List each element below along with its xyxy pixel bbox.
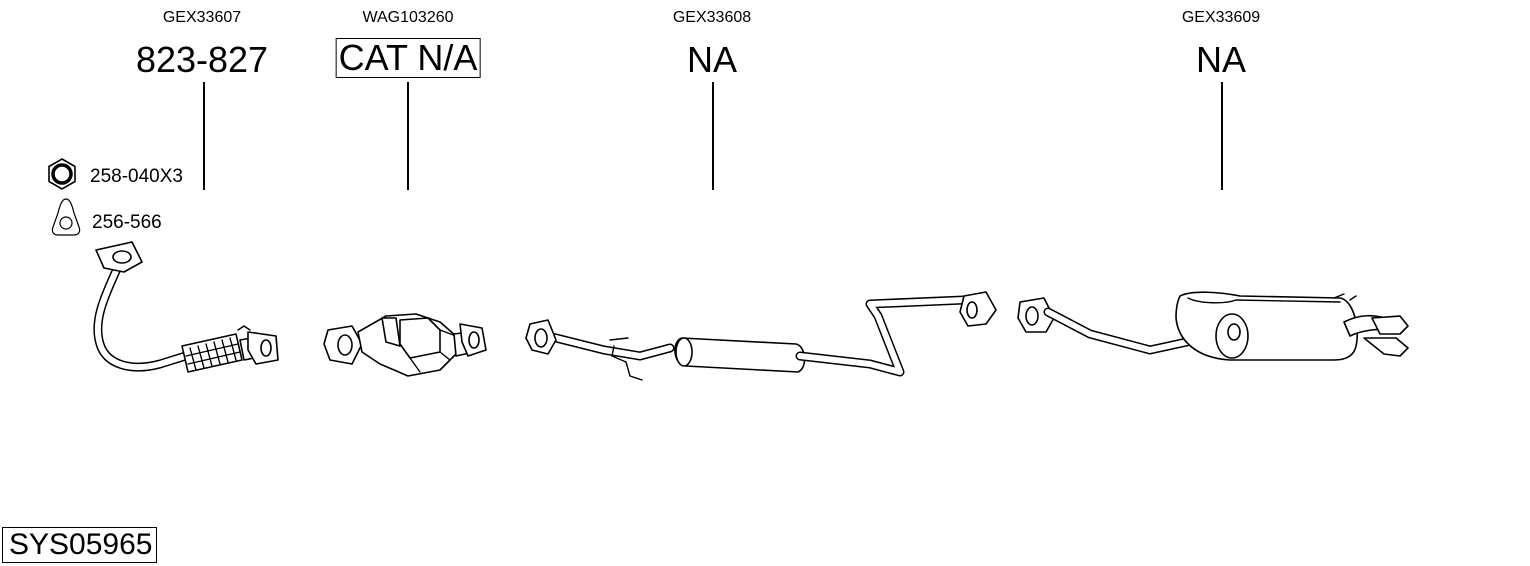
accessory-label-gasket: 256-566 [92, 212, 162, 233]
component-code-front-pipe: GEX33607 [162, 9, 242, 26]
hex-nut-icon [48, 158, 76, 190]
flange-gasket-icon [51, 198, 81, 236]
component-code-catalytic-converter: WAG103260 [362, 9, 454, 26]
leader-line-rear-silencer [1221, 82, 1223, 190]
accessory-label-nut: 258-040X3 [90, 166, 183, 187]
component-code-middle-silencer: GEX33608 [672, 9, 752, 26]
front-pipe-illustration [93, 241, 279, 373]
leader-line-catalytic-converter [407, 82, 409, 190]
part-number-front-pipe: 823-827 [135, 39, 269, 80]
part-number-middle-silencer: NA [686, 39, 738, 80]
leader-line-front-pipe [203, 82, 205, 190]
catalytic-converter-illustration [323, 313, 487, 377]
system-code-label: SYS05965 [2, 527, 158, 563]
rear-silencer-illustration [1017, 291, 1409, 361]
part-number-catalytic-converter: CAT N/A [335, 38, 481, 78]
component-code-rear-silencer: GEX33609 [1181, 9, 1261, 26]
middle-silencer-illustration [525, 291, 997, 381]
leader-line-middle-silencer [712, 82, 714, 190]
part-number-rear-silencer: NA [1195, 39, 1247, 80]
